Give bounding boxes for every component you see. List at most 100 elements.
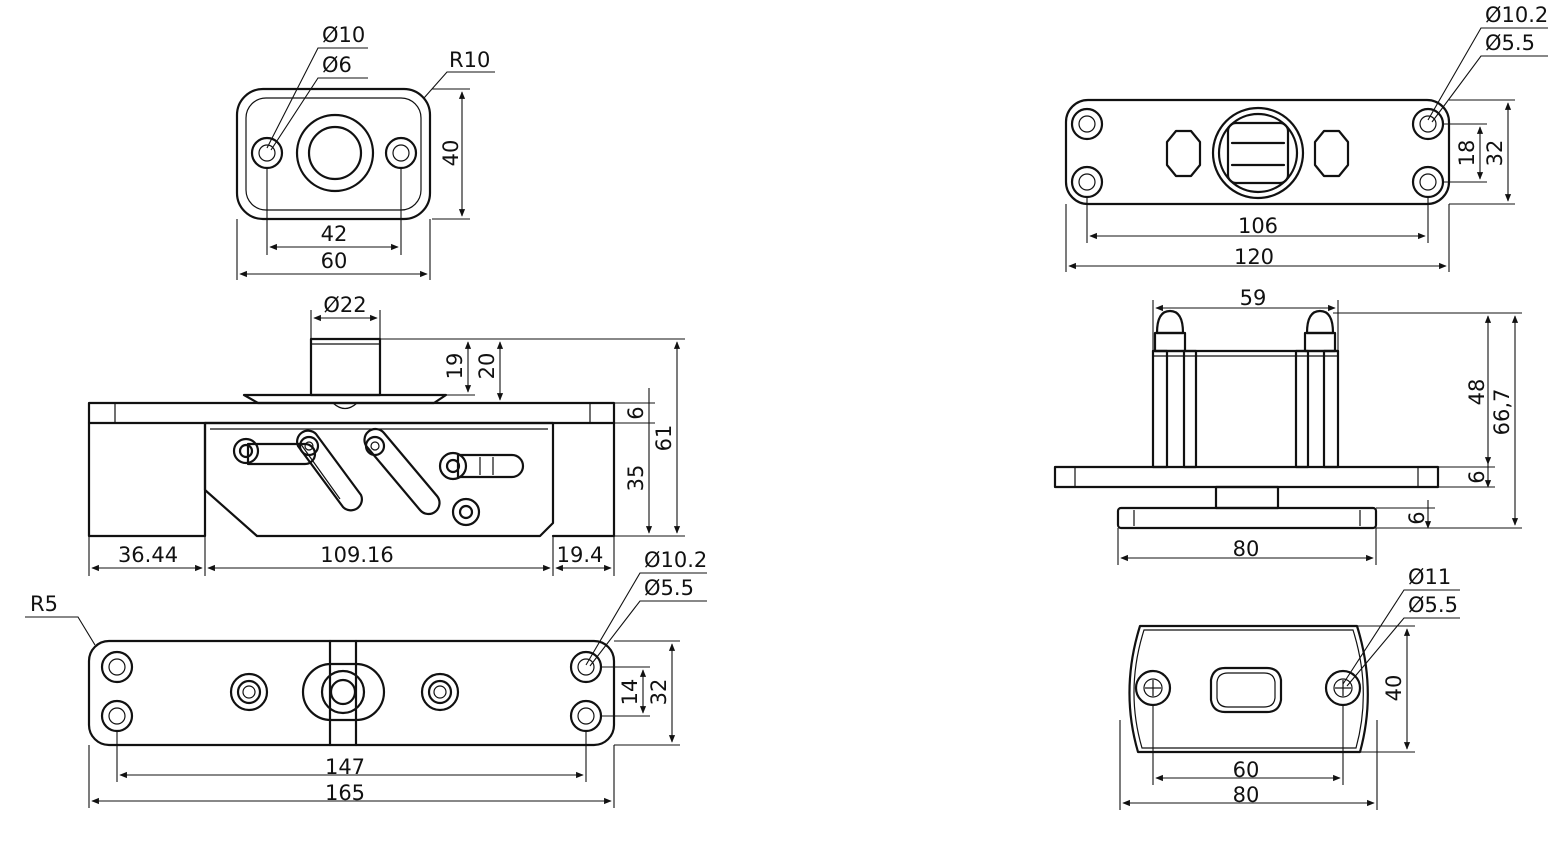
- top-plate: [87, 401, 616, 425]
- center-slot-inner: [1216, 672, 1276, 708]
- view-side-left: Ø22 19 20 6 35 61 36.44 109.16 19.4: [87, 293, 685, 576]
- hole-right-outer: [384, 136, 418, 170]
- base-plate: [1053, 465, 1440, 489]
- label-36-44: 36.44: [118, 543, 178, 567]
- label-18: 18: [1455, 140, 1479, 167]
- label-19: 19: [443, 353, 467, 380]
- center-slot: [301, 662, 386, 722]
- label-20: 20: [475, 353, 499, 380]
- label-60: 60: [1233, 758, 1260, 782]
- label-6-lower: 6: [1405, 511, 1429, 524]
- label-48: 48: [1465, 379, 1489, 406]
- label-d10-2: Ø10.2: [644, 548, 707, 572]
- flange: [242, 393, 448, 405]
- view-bottom-left: R5 Ø10.2 Ø5.5 14 32 147 165: [25, 548, 707, 808]
- center-pin-inner: [329, 678, 357, 706]
- label-r5: R5: [30, 592, 58, 616]
- label-40: 40: [1382, 675, 1406, 702]
- plate-outline: [235, 87, 432, 221]
- label-6-upper: 6: [1465, 470, 1489, 483]
- leader-d5-5: [1431, 55, 1548, 123]
- label-14: 14: [618, 679, 642, 706]
- pin: [309, 337, 382, 397]
- square-bolt: [1226, 121, 1290, 185]
- view-bottom-right: Ø11 Ø5.5 40 60 80: [1119, 565, 1460, 810]
- plate-inner-outline: [245, 97, 422, 211]
- post-left: [1151, 349, 1169, 469]
- label-6: 6: [624, 406, 648, 419]
- view-side-right: 59 48 66,7 6 6 80: [1053, 286, 1522, 565]
- label-80: 80: [1233, 783, 1260, 807]
- leader-d10-2: [1427, 27, 1548, 121]
- label-109-16: 109.16: [320, 543, 393, 567]
- label-59: 59: [1240, 286, 1267, 310]
- octagon-slot-right: [1313, 129, 1350, 178]
- label-d11: Ø11: [1408, 565, 1451, 589]
- label-120: 120: [1234, 245, 1274, 269]
- leader-d11: [1342, 589, 1460, 685]
- strike-plate: [1128, 624, 1369, 754]
- leader-r10: [423, 71, 495, 99]
- post-right: [1322, 349, 1340, 469]
- label-147: 147: [325, 755, 365, 779]
- label-165: 165: [325, 781, 365, 805]
- label-d5-5: Ø5.5: [1408, 593, 1458, 617]
- view-top-right: Ø10.2 Ø5.5 18 32 106 120: [1064, 3, 1548, 272]
- slot-horizontal: [456, 453, 525, 479]
- flange-bump: [332, 402, 358, 410]
- center-pin-outer: [320, 669, 366, 715]
- acorn-nut-left: [1153, 309, 1187, 353]
- center-slot: [1209, 666, 1283, 714]
- leader-d10-2: [585, 572, 707, 666]
- label-d6: Ø6: [322, 53, 352, 77]
- label-66-7: 66,7: [1490, 389, 1514, 436]
- slot-right: [363, 427, 441, 516]
- long-plate: [87, 639, 616, 747]
- label-60: 60: [321, 249, 348, 273]
- label-r10: R10: [449, 48, 490, 72]
- stud-left: [229, 672, 269, 712]
- label-35: 35: [624, 465, 648, 492]
- stud-3: [364, 435, 386, 457]
- hole-left-inner: [258, 144, 276, 162]
- boss-outer: [1211, 106, 1305, 200]
- center-bore: [307, 125, 363, 181]
- stud-5: [451, 497, 481, 527]
- slot-left: [296, 429, 363, 512]
- boss: [1214, 485, 1280, 510]
- stud-2: [298, 435, 320, 457]
- label-d22: Ø22: [323, 293, 366, 317]
- leader-d10: [266, 47, 368, 149]
- label-80: 80: [1233, 537, 1260, 561]
- label-d10-2: Ø10.2: [1485, 3, 1548, 27]
- leader-d6: [270, 77, 368, 151]
- stud-4: [438, 451, 468, 481]
- countersunk-hole-left: [1134, 669, 1172, 707]
- leader-d5-5: [589, 600, 707, 667]
- stud-right: [420, 672, 460, 712]
- housing-right: [551, 421, 616, 538]
- label-106: 106: [1238, 214, 1278, 238]
- hole-left-outer: [250, 136, 284, 170]
- hole-right-inner: [392, 144, 410, 162]
- center-boss: [295, 113, 375, 193]
- mechanism-plate: [203, 421, 555, 538]
- label-d5-5: Ø5.5: [1485, 31, 1535, 55]
- label-32: 32: [647, 679, 671, 706]
- boss-mid: [1217, 112, 1299, 194]
- post-left-inner: [1182, 349, 1198, 469]
- label-40: 40: [439, 140, 463, 167]
- leader-r5: [25, 616, 96, 646]
- label-32: 32: [1483, 140, 1507, 167]
- label-d5-5: Ø5.5: [644, 576, 694, 600]
- octagon-slot-left: [1165, 129, 1202, 178]
- view-top-left: Ø10 Ø6 R10 40 42 60: [235, 23, 495, 280]
- label-d10: Ø10: [322, 23, 365, 47]
- slot-short: [246, 442, 317, 466]
- strike-plate-inner: [1133, 629, 1364, 749]
- acorn-nut-right: [1303, 309, 1337, 353]
- label-42: 42: [321, 222, 348, 246]
- leader-d5-5: [1346, 617, 1460, 687]
- plate-outline: [1064, 98, 1451, 206]
